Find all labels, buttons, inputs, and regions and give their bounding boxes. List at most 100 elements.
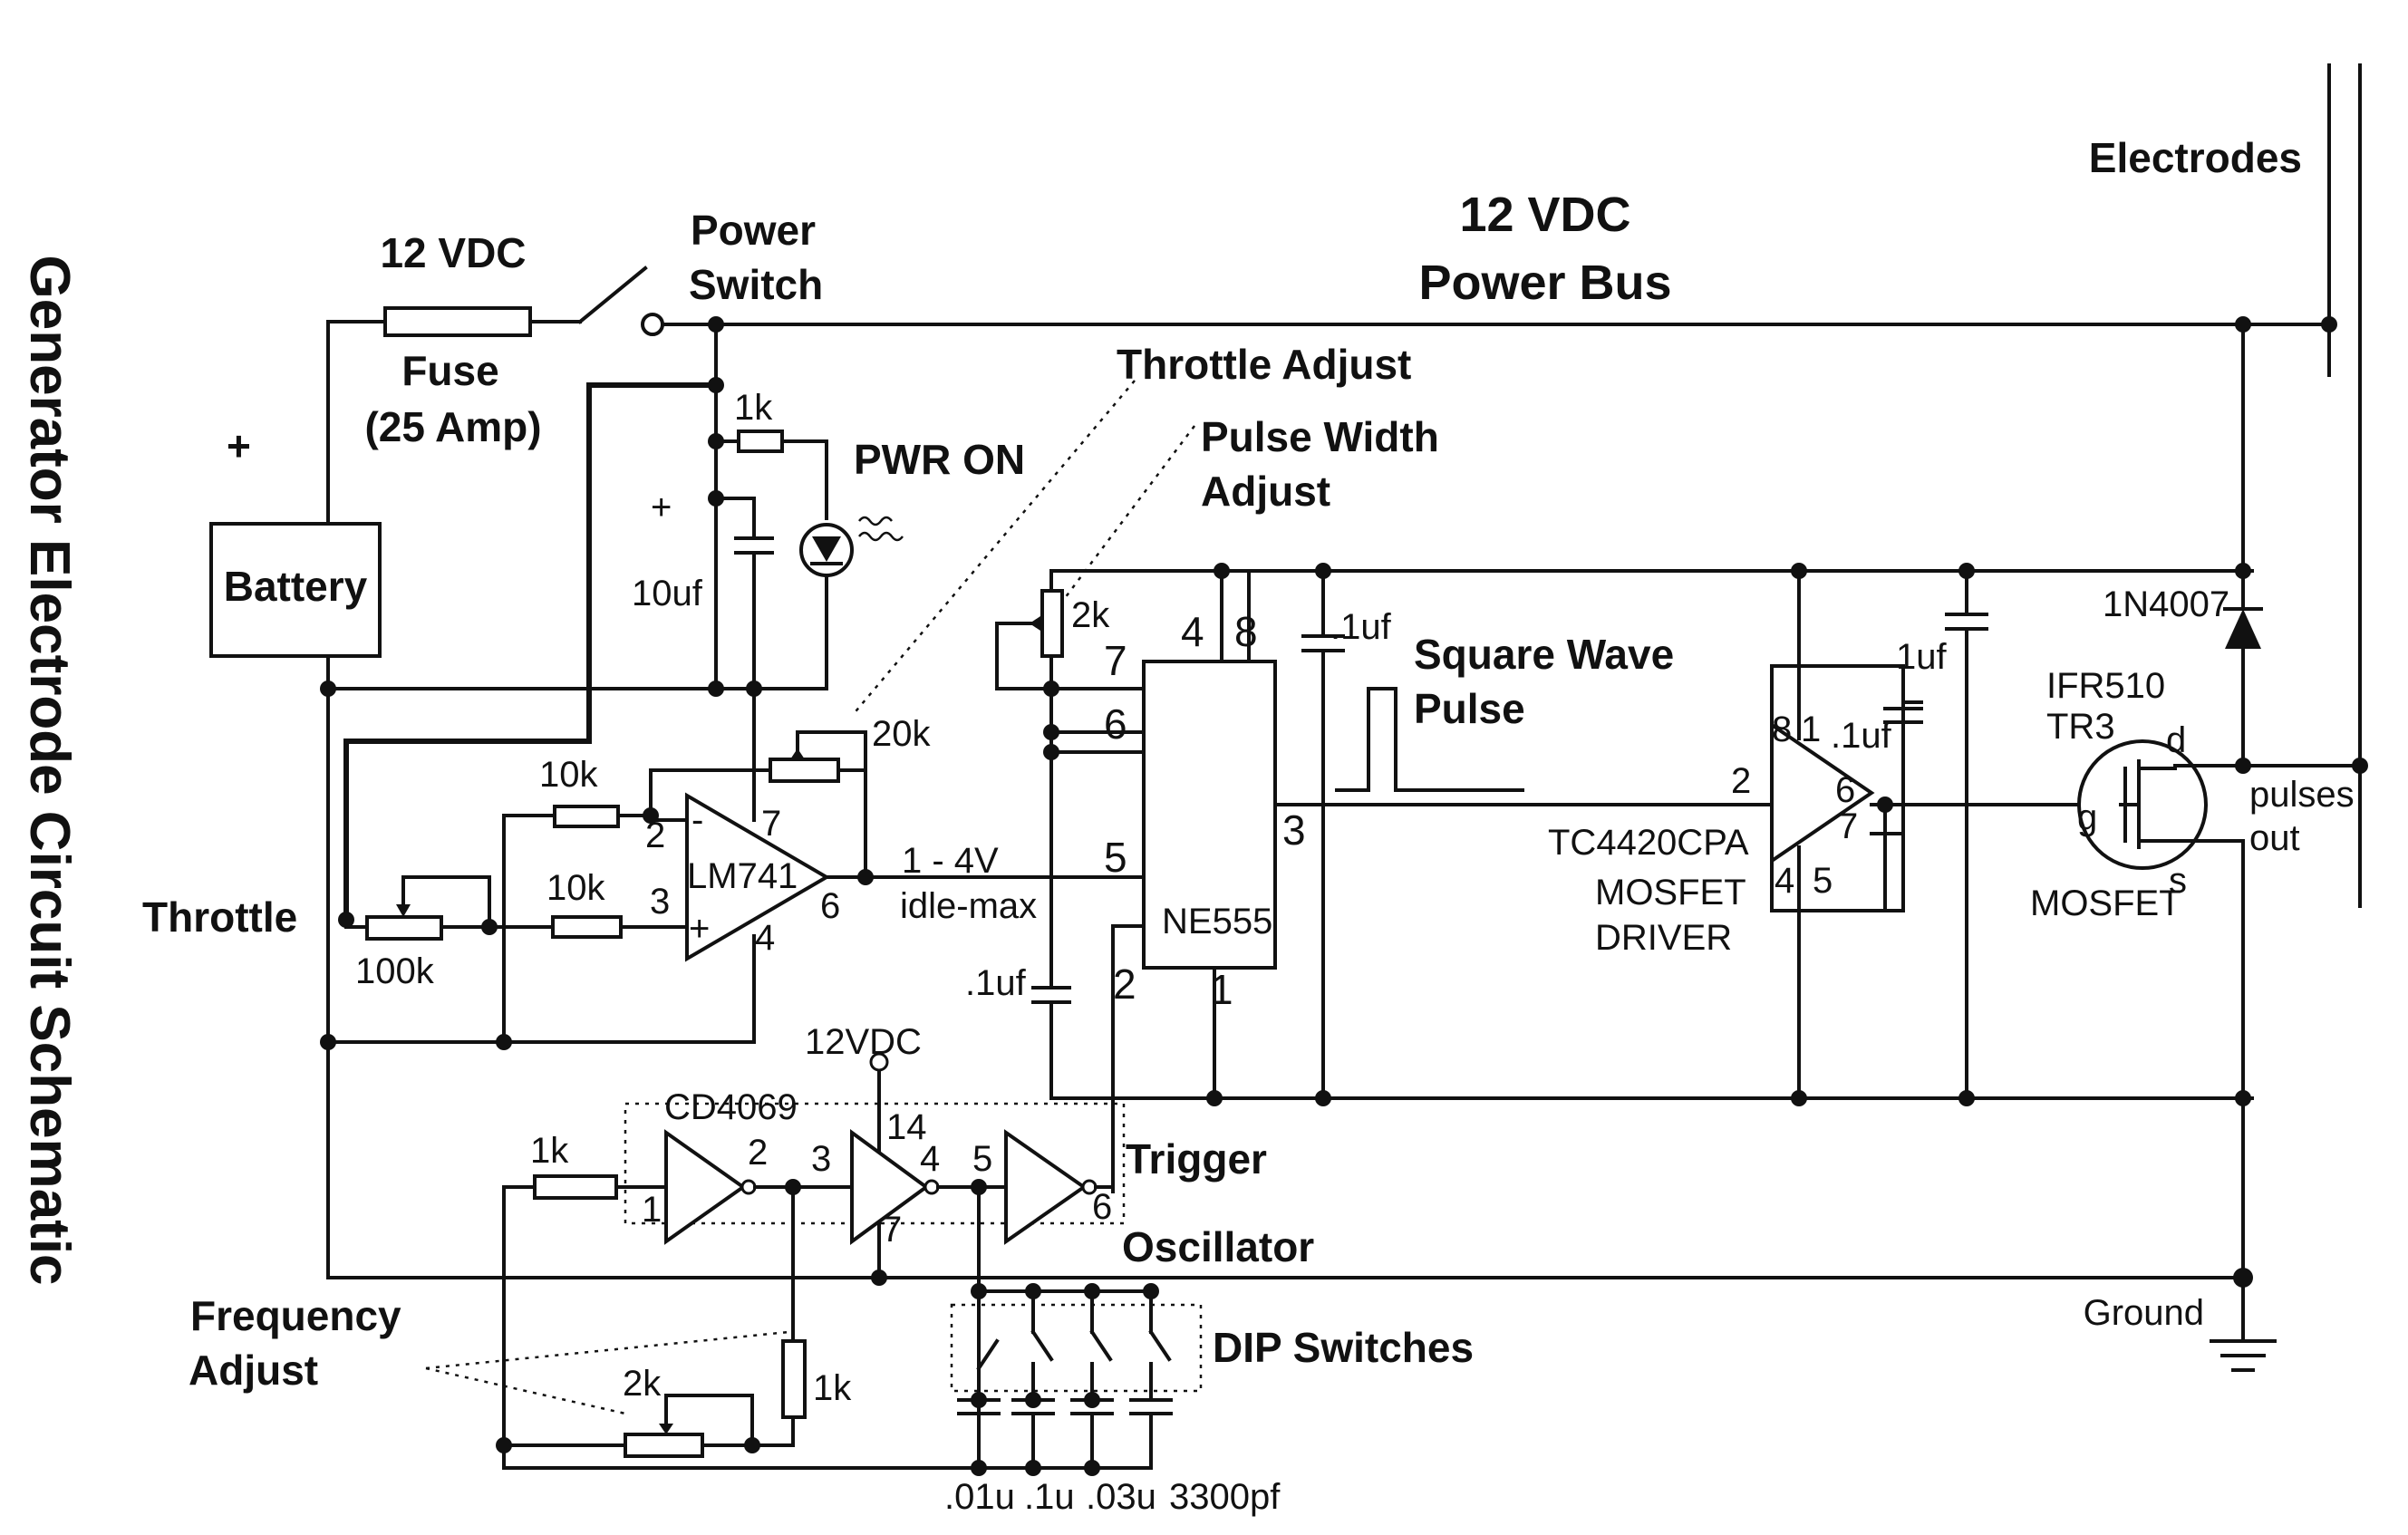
resistor-1k-osc <box>533 1174 618 1200</box>
electrodes-label: Electrodes <box>2089 134 2302 181</box>
battery-label: Battery <box>224 563 368 610</box>
battery-box <box>209 522 382 658</box>
pin-number: 7 <box>761 804 781 844</box>
inverter-1 <box>664 1129 747 1245</box>
pin-number: 8 <box>1772 710 1792 749</box>
driver-label-2: DRIVER <box>1595 918 1732 958</box>
ground-bus <box>326 616 2240 1279</box>
mosfet-label: MOSFET <box>2030 883 2181 923</box>
pot-100k-value: 100k <box>355 951 435 991</box>
pin-number: 1 <box>642 1190 662 1230</box>
pot-20k <box>769 758 840 783</box>
trigger-label: Trigger <box>1126 1135 1267 1183</box>
throttle-label: Throttle <box>142 893 297 941</box>
r-10k-a-value: 10k <box>539 755 598 795</box>
ground-label: Ground <box>2084 1293 2204 1333</box>
power-switch-label-2: Switch <box>689 261 823 308</box>
pin-number: g <box>2077 797 2097 837</box>
c-555-trig-value: .1uf <box>965 963 1027 1003</box>
pin-number: 7 <box>1838 806 1858 846</box>
vcc-terminal <box>869 1052 889 1072</box>
pin-number: 1 <box>1210 966 1233 1013</box>
resistor-1k-led <box>737 430 784 453</box>
pin-number: 2 <box>1113 961 1136 1008</box>
schematic-title: Generator Electrode Circuit Schematic <box>18 255 81 1285</box>
power-bus <box>326 265 2326 526</box>
diode-1n4007 <box>2225 609 2261 649</box>
pulses-out-label: pulses <box>2249 775 2355 815</box>
pot-2k-freq-value: 2k <box>623 1364 662 1404</box>
pin-number: 8 <box>1234 608 1258 655</box>
power-bus-label: 12 VDC <box>1459 188 1630 242</box>
inverter-3 <box>1004 1129 1088 1245</box>
dip-switch-bank <box>957 1289 1173 1470</box>
frequency-adjust-label: Frequency <box>190 1292 401 1339</box>
pulse-width-label: Pulse Width <box>1201 413 1439 460</box>
throttle-adjust-label: Throttle Adjust <box>1117 341 1411 388</box>
pulse-width-label-2: Adjust <box>1201 468 1330 515</box>
dip-cap-1-value: .01u <box>944 1477 1015 1517</box>
fuse-rating-label: (25 Amp) <box>364 403 541 450</box>
oscillator-label: Oscillator <box>1122 1223 1314 1270</box>
resistor-1k-feedback <box>781 1339 807 1419</box>
ne555-timer <box>1142 660 1277 970</box>
pin-number: d <box>2166 720 2186 760</box>
resistor-10k-a <box>553 805 620 828</box>
pin-number: 4 <box>1181 608 1204 655</box>
dip-cap-3-value: .03u <box>1086 1477 1156 1517</box>
tc4420-label: TC4420CPA <box>1548 823 1749 863</box>
pin-number: 14 <box>886 1107 927 1147</box>
pulses-out-label-2: out <box>2249 818 2300 858</box>
pin-number: 6 <box>1092 1187 1112 1227</box>
c-10uf-value: 10uf <box>632 574 703 613</box>
mosfet-part-label-2: TR3 <box>2046 707 2115 747</box>
pin-number: 5 <box>1813 861 1833 901</box>
dip-cap-4-value: 3300pf <box>1169 1477 1281 1517</box>
cap-plus-label: + <box>651 488 672 527</box>
dip-switches-label: DIP Switches <box>1213 1324 1474 1371</box>
pin-number: 6 <box>820 886 840 926</box>
throttle-range-label: 1 - 4V <box>902 841 999 881</box>
pin-number: 4 <box>755 918 775 958</box>
pin-number: 5 <box>972 1139 992 1179</box>
led-light-emission <box>858 516 904 542</box>
vcc-label: 12VDC <box>805 1022 922 1062</box>
pin-number: s <box>2169 861 2187 901</box>
pin-number: 3 <box>650 882 670 922</box>
pin-number: 4 <box>920 1139 940 1179</box>
pot-2k-frequency <box>624 1433 704 1458</box>
power-bus-label-2: Power Bus <box>1418 256 1671 310</box>
pin-number: 6 <box>1104 700 1127 748</box>
lm741-opamp <box>685 792 830 962</box>
pin-number: 4 <box>1775 861 1794 901</box>
pin-number: 5 <box>1104 834 1127 881</box>
mosfet-part-label: IFR510 <box>2046 666 2165 706</box>
tc4420-driver <box>1770 721 1875 864</box>
fuse-voltage-label: 12 VDC <box>380 229 526 276</box>
fuse <box>383 306 532 337</box>
square-wave-label: Square Wave <box>1414 631 1674 678</box>
square-wave-glyph <box>1335 687 1524 792</box>
c-555-vcc-value: .1uf <box>1330 607 1392 647</box>
lm741-label: LM741 <box>687 856 798 896</box>
pot-2k-pulse-width <box>1040 589 1064 658</box>
pin-number: 1 <box>1801 710 1821 749</box>
r-1k-osc-value: 1k <box>530 1131 569 1171</box>
r-1k-fb-value: 1k <box>813 1368 852 1408</box>
switch-contact <box>641 313 664 336</box>
power-switch-label: Power <box>691 207 816 254</box>
pin-number: 2 <box>748 1133 768 1173</box>
pot-100k <box>365 915 443 941</box>
driver-label: MOSFET <box>1595 873 1746 912</box>
pin-number: 7 <box>1104 637 1127 684</box>
pin-number: 7 <box>882 1210 902 1250</box>
pin-number: 2 <box>1731 761 1751 801</box>
pin-number: + <box>689 909 710 949</box>
ne555-label: NE555 <box>1162 902 1272 941</box>
c-driver-value: .1uf <box>1831 716 1892 756</box>
pin-number: 3 <box>1282 806 1306 854</box>
mosfet-ifr510 <box>2077 739 2208 870</box>
cd4069-label: CD4069 <box>664 1087 798 1127</box>
r-10k-b-value: 10k <box>546 868 605 908</box>
